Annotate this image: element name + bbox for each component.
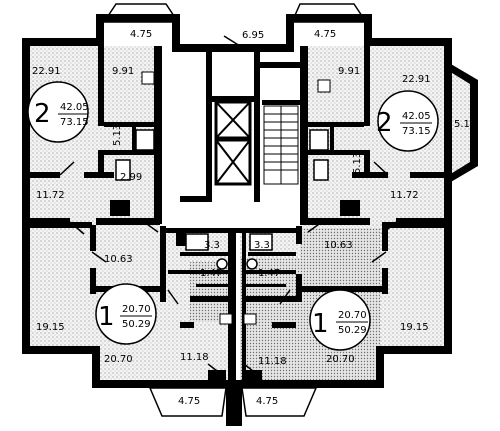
apartment-badges: 2 42.05 73.15 2 42.05 73.15 1 20.70 50.2… <box>27 81 439 351</box>
apartment-badge-tr: 2 42.05 73.15 <box>376 90 439 152</box>
living-area: 20.70 <box>338 310 367 321</box>
bl-tub <box>185 233 209 251</box>
living-area: 20.70 <box>122 304 151 315</box>
area-label: 5.13 <box>112 124 123 146</box>
bl-stove <box>219 313 233 325</box>
area-label: 20.70 <box>326 354 355 365</box>
apartment-badge-bl: 1 20.70 50.29 <box>95 283 157 345</box>
apartment-badge-tl: 2 42.05 73.15 <box>27 81 89 143</box>
total-area: 73.15 <box>60 117 89 128</box>
rooms-count: 1 <box>98 302 115 332</box>
area-label: 1.47 <box>258 268 280 279</box>
mr-hall-floor-dark <box>300 228 380 258</box>
area-label: 11.18 <box>180 352 209 363</box>
area-label: 19.15 <box>36 322 65 333</box>
tr-apartment-floor <box>302 42 446 228</box>
total-area: 50.29 <box>338 325 367 336</box>
area-label: 4.75 <box>178 396 200 407</box>
area-label: 10.63 <box>104 254 133 265</box>
doors <box>59 35 397 379</box>
br-toilet <box>246 258 258 270</box>
area-label: 6.95 <box>242 30 264 41</box>
area-label: 4.75 <box>314 29 336 40</box>
tl-stove <box>141 71 155 85</box>
stair-hall-floor <box>160 210 302 232</box>
area-label: 9.91 <box>112 66 134 77</box>
tl-toilet <box>115 159 131 181</box>
br-stove <box>243 313 257 325</box>
area-label: 22.91 <box>32 66 61 77</box>
apartment-badge-br: 1 20.70 50.29 <box>309 289 371 351</box>
br-tub <box>249 233 273 251</box>
staircase <box>263 105 299 185</box>
room-labels: 4.75 6.95 4.75 22.91 9.91 9.91 22.91 5.1… <box>32 29 476 407</box>
tr-tub <box>309 129 329 151</box>
area-label: 3.3 <box>204 240 220 251</box>
balconies <box>96 3 478 417</box>
area-label: 11.72 <box>390 190 419 201</box>
tr-bay-floor <box>446 64 476 180</box>
rooms-count: 1 <box>312 309 329 339</box>
total-area: 73.15 <box>402 126 431 137</box>
area-label: 11.72 <box>36 190 65 201</box>
area-label: 2.99 <box>120 172 142 183</box>
elevator-shafts <box>214 100 252 186</box>
tl-tub <box>135 129 155 151</box>
rooms-count: 2 <box>34 99 51 129</box>
living-area: 42.05 <box>402 111 431 122</box>
tr-stove <box>317 79 331 93</box>
living-area: 42.05 <box>60 102 89 113</box>
area-label: 4.75 <box>256 396 278 407</box>
area-label: 4.75 <box>130 29 152 40</box>
fixtures <box>115 71 331 325</box>
area-label: 5.17 <box>454 119 476 130</box>
area-label: 22.91 <box>402 74 431 85</box>
area-label: 10.63 <box>324 240 353 251</box>
bl-toilet <box>216 258 228 270</box>
area-label: 11.18 <box>258 356 287 367</box>
area-label: 3.3 <box>254 240 270 251</box>
tr-toilet <box>313 159 329 181</box>
rooms-count: 2 <box>376 108 393 138</box>
interior-walls <box>30 46 446 380</box>
area-label: 19.15 <box>400 322 429 333</box>
area-label: 9.91 <box>338 66 360 77</box>
total-area: 50.29 <box>122 319 151 330</box>
area-label: 5.13 <box>352 152 363 174</box>
area-label: 20.70 <box>104 354 133 365</box>
area-label: 1.47 <box>200 268 222 279</box>
